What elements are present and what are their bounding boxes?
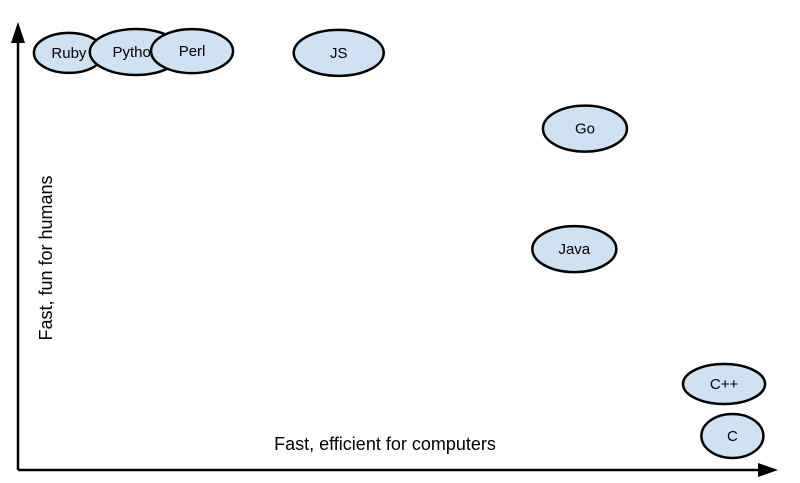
bubble-ellipse-js	[292, 28, 385, 78]
bubble-label-java: Java	[558, 241, 590, 258]
bubble-ellipse-perl	[149, 27, 235, 75]
bubble-label-c: C	[727, 428, 738, 445]
bubble-label-cpp: C++	[710, 376, 739, 393]
y-axis-label: Fast, fun for humans	[36, 175, 56, 340]
bubble-ellipse-java	[531, 224, 618, 274]
x-axis-label: Fast, efficient for computers	[274, 434, 496, 454]
bubble-js: JS	[292, 28, 385, 78]
bubble-c: C	[700, 412, 765, 460]
bubble-label-go: Go	[575, 121, 595, 138]
bubble-ruby: Ruby	[32, 31, 106, 75]
y-axis-arrowhead-icon	[11, 22, 25, 43]
x-axis-arrowhead-icon	[758, 463, 778, 477]
bubble-ellipse-c	[700, 412, 765, 460]
bubble-ellipse-cpp	[681, 362, 767, 406]
bubble-cpp: C++	[681, 362, 767, 406]
axes	[11, 22, 778, 477]
bubble-label-perl: Perl	[179, 43, 206, 60]
bubble-java: Java	[531, 224, 618, 274]
bubble-label-ruby: Ruby	[51, 45, 87, 62]
bubble-go: Go	[541, 104, 629, 153]
bubble-ellipse-go	[541, 104, 629, 153]
bubble-perl: Perl	[149, 27, 235, 75]
bubble-label-python: Python	[112, 44, 159, 61]
bubble-label-js: JS	[330, 45, 348, 62]
